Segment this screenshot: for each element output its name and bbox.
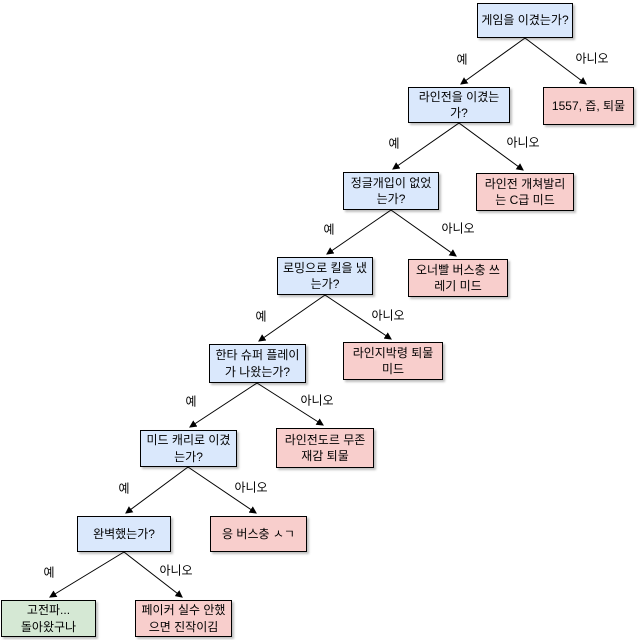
edge-q4-no-a4 — [324, 294, 392, 340]
node-result-gojeonpa-returned: 고전파... 돌아왔구나 — [1, 600, 96, 637]
edge-label-yes: 예 — [43, 565, 55, 580]
edge-label-no: 아니오 — [371, 308, 405, 323]
edge-label-yes: 예 — [118, 481, 130, 496]
node-question-roaming-kills: 로밍으로 킬을 냈 는가? — [277, 257, 373, 295]
edge-q1-no-a1 — [524, 37, 587, 85]
edge-q6-yes-q7 — [125, 466, 189, 514]
node-result-carried-trash-mid: 오너빨 버스충 쓰 레기 미드 — [408, 259, 508, 297]
edge-q2-yes-q3 — [392, 122, 460, 170]
edge-q1-yes-q2 — [460, 37, 526, 85]
edge-q5-yes-q6 — [189, 382, 258, 428]
edge-label-no: 아니오 — [441, 221, 475, 236]
edge-q6-no-a6 — [187, 466, 257, 514]
edge-label-yes: 예 — [323, 222, 335, 237]
edge-label-no: 아니오 — [234, 480, 268, 495]
edge-q7-yes-g1 — [49, 551, 125, 598]
edge-q3-no-a3 — [390, 209, 457, 257]
edge-q3-yes-q4 — [326, 209, 392, 255]
node-question-teamfight-superplay: 한타 슈퍼 플레이 가 나왔는가? — [209, 344, 306, 383]
node-question-no-jungle-help: 정글개입이 없었 는가? — [343, 172, 439, 210]
node-result-1557-has-been: 1557, 즙, 퇴물 — [543, 87, 634, 125]
node-result-lane-bound-mid: 라인지박령 퇴물 미드 — [343, 342, 443, 380]
edge-label-yes: 예 — [185, 394, 197, 409]
edge-q4-yes-q5 — [258, 294, 326, 342]
node-result-c-grade-mid: 라인전 개쳐발리 는 C급 미드 — [476, 173, 574, 211]
node-question-perfect: 완벽했는가? — [77, 516, 171, 552]
edge-label-no: 아니오 — [575, 51, 609, 66]
edge-q2-no-a2 — [458, 122, 524, 171]
edge-q7-no-a7 — [123, 551, 183, 598]
edge-label-yes: 예 — [255, 309, 267, 324]
edge-label-no: 아니오 — [300, 393, 334, 408]
edge-label-no: 아니오 — [506, 135, 540, 150]
node-result-bus-rider: 응 버스충 ㅅㄱ — [210, 516, 307, 552]
node-question-won-lane: 라인전을 이겼는 가? — [408, 87, 510, 123]
edge-label-no: 아니오 — [159, 563, 193, 578]
node-question-won-game: 게임을 이겼는가? — [477, 3, 573, 38]
edge-label-yes: 예 — [388, 136, 400, 151]
edge-label-yes: 예 — [456, 52, 468, 67]
node-result-faker-mistake: 페이커 실수 안했 으면 진작이김 — [135, 600, 232, 637]
node-question-mid-carry: 미드 캐리로 이겼 는가? — [140, 430, 237, 467]
node-result-no-presence: 라인전도르 무존 재감 퇴물 — [276, 428, 374, 468]
edge-q5-no-a5 — [256, 382, 324, 426]
